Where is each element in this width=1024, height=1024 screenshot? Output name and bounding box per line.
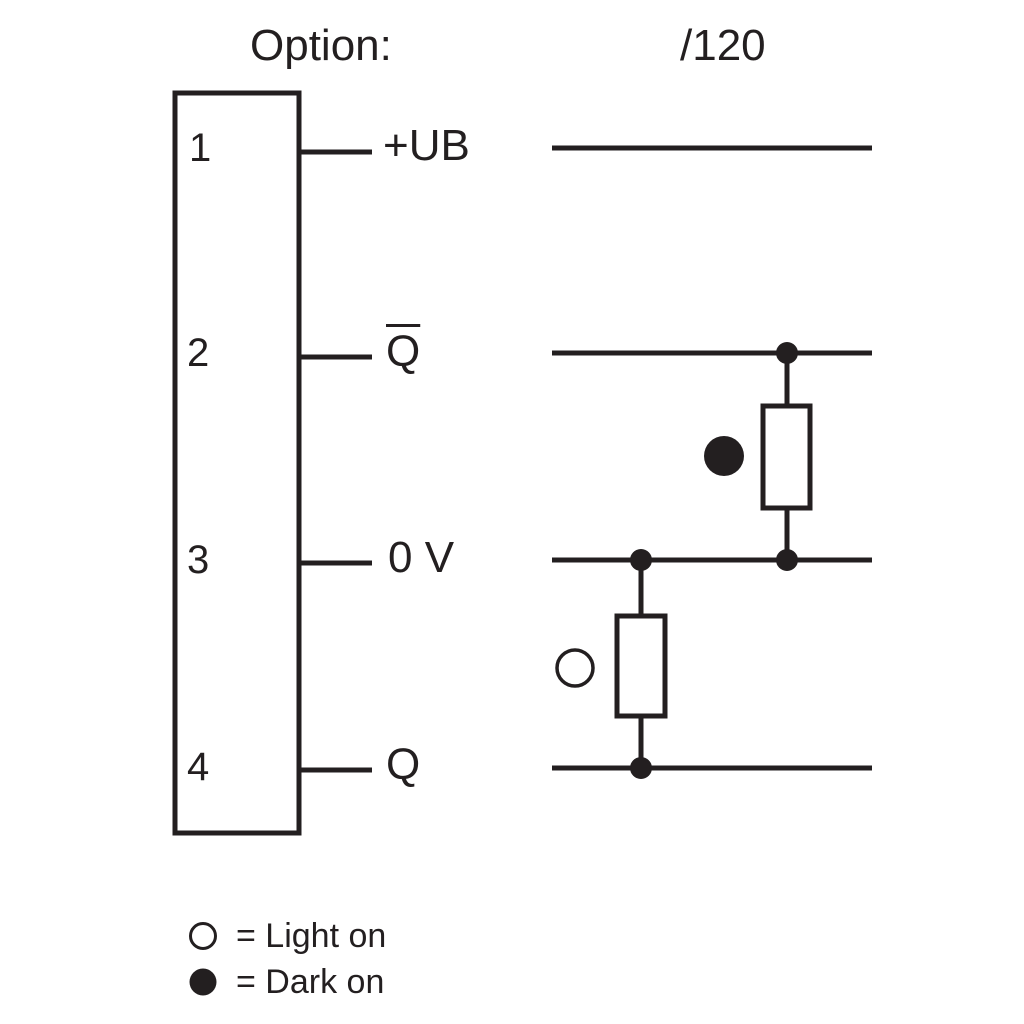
pin-number-4: 4 [187,745,210,789]
light-on-circle-icon [555,648,595,688]
signal-label-q: Q [386,740,421,789]
junction-dot [776,549,798,571]
signal-label-q-bar: Q [386,327,421,376]
light-on-resistor [614,613,668,719]
dark-on-resistor [760,403,813,511]
option-label: Option: [250,21,392,70]
junction-dot [776,342,798,364]
pin-number-2: 2 [187,331,210,375]
junction-dot [630,757,652,779]
pin-number-3: 3 [187,538,210,582]
dark-on-dot-icon [189,968,217,996]
junction-dot [630,549,652,571]
signal-label-0v: 0 V [388,533,455,582]
variant-label: /120 [680,21,766,70]
legend-light-on: = Light on [236,917,387,955]
connector-body [172,90,302,836]
light-on-circle-icon [189,922,217,950]
signal-label-ub: +UB [383,121,470,170]
pin-number-1: 1 [189,126,212,170]
dark-on-dot-icon [704,436,744,476]
legend-dark-on: = Dark on [236,963,385,1001]
